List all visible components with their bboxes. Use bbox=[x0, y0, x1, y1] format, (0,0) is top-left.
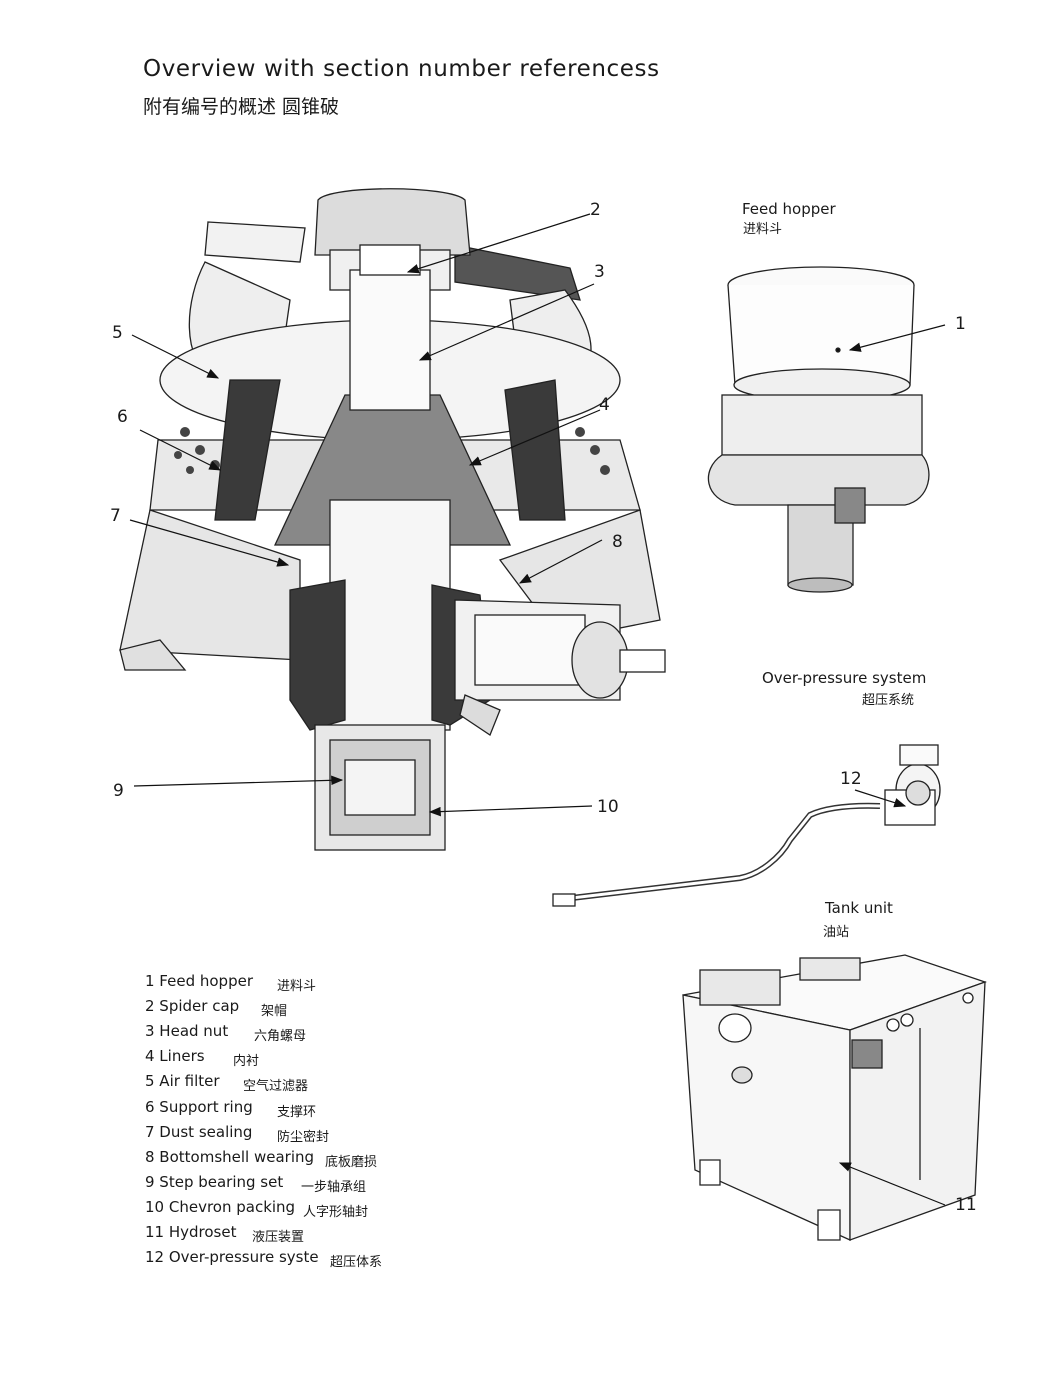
feed-hopper-drawing bbox=[707, 266, 930, 593]
legend-item-en: 10 Chevron packing bbox=[145, 1198, 296, 1216]
legend-item-en: 12 Over-pressure syste bbox=[145, 1248, 319, 1266]
over-pressure-label: Over-pressure system bbox=[762, 669, 927, 687]
legend-item-cn: 防尘密封 bbox=[277, 1130, 330, 1145]
callout-12: 12 bbox=[840, 769, 862, 789]
legend-item-en: 11 Hydroset bbox=[145, 1223, 237, 1241]
callout-1: 1 bbox=[955, 314, 966, 334]
legend-item-en: 1 Feed hopper bbox=[145, 972, 253, 990]
callout-8: 8 bbox=[612, 532, 623, 552]
legend-item-cn: 底板磨损 bbox=[325, 1155, 378, 1170]
page-subtitle: 附有编号的概述 圆锥破 bbox=[143, 96, 340, 118]
callout-5: 5 bbox=[112, 323, 123, 343]
callout-7: 7 bbox=[110, 506, 121, 526]
legend-item-cn: 一步轴承组 bbox=[301, 1180, 367, 1195]
legend-item-cn: 六角螺母 bbox=[254, 1029, 307, 1044]
callout-9: 9 bbox=[113, 781, 124, 801]
feed-hopper-label: Feed hopper bbox=[742, 200, 836, 218]
callout-arrows bbox=[129, 213, 946, 1206]
legend-item-cn: 人字形轴封 bbox=[303, 1205, 369, 1220]
over-pressure-drawing bbox=[552, 744, 941, 907]
legend-item-cn: 超压体系 bbox=[330, 1255, 383, 1270]
legend-item-cn: 支撑环 bbox=[277, 1105, 317, 1120]
legend-item-cn: 内衬 bbox=[233, 1054, 260, 1069]
tank-unit-label: Tank unit bbox=[825, 899, 893, 917]
legend-item-cn: 架帽 bbox=[261, 1004, 288, 1019]
legend-item-en: 3 Head nut bbox=[145, 1022, 229, 1040]
legend-item-cn: 进料斗 bbox=[277, 979, 317, 994]
legend-item-en: 4 Liners bbox=[145, 1047, 205, 1065]
tank-unit-label-cn: 油站 bbox=[823, 925, 850, 940]
callout-10: 10 bbox=[597, 797, 619, 817]
page-title: Overview with section number referencess bbox=[143, 56, 660, 82]
over-pressure-label-cn: 超压系统 bbox=[862, 693, 915, 708]
legend-item-en: 5 Air filter bbox=[145, 1072, 220, 1090]
tank-unit-drawing bbox=[682, 954, 987, 1242]
legend-item-en: 2 Spider cap bbox=[145, 997, 240, 1015]
callout-4: 4 bbox=[599, 395, 610, 415]
callout-3: 3 bbox=[594, 262, 605, 282]
callout-11: 11 bbox=[955, 1195, 977, 1215]
callout-2: 2 bbox=[590, 200, 601, 220]
cone-crusher-section bbox=[119, 188, 666, 851]
legend-item-en: 6 Support ring bbox=[145, 1098, 253, 1116]
callout-6: 6 bbox=[117, 407, 128, 427]
legend-item-en: 8 Bottomshell wearing bbox=[145, 1148, 315, 1166]
legend-item-cn: 空气过滤器 bbox=[243, 1079, 309, 1094]
legend-item-en: 9 Step bearing set bbox=[145, 1173, 284, 1191]
feed-hopper-label-cn: 进料斗 bbox=[743, 222, 783, 237]
legend-item-en: 7 Dust sealing bbox=[145, 1123, 253, 1141]
legend-item-cn: 液压装置 bbox=[252, 1230, 305, 1245]
